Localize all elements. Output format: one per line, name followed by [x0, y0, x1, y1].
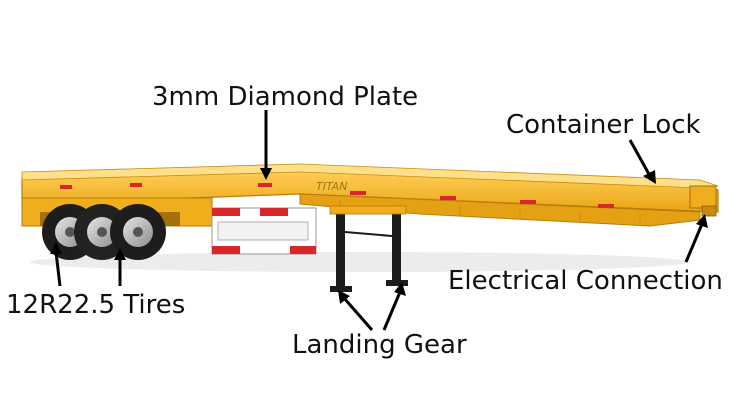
landing-gear: [330, 208, 408, 292]
reflector-strips: [60, 183, 614, 208]
front-main-beam: [299, 193, 701, 227]
container-lock: [689, 185, 717, 209]
rear-bumper: [211, 207, 317, 255]
label-electrical-connection: Electrical Connection: [448, 266, 723, 296]
trailer-brand-mark: TITAN: [316, 180, 347, 193]
label-diamond-plate: 3mm Diamond Plate: [152, 82, 419, 112]
label-container-lock: Container Lock: [506, 110, 701, 140]
landing-gear-bracket: [329, 205, 407, 215]
label-tires: 12R22.5 Tires: [6, 290, 186, 320]
ground-shadow: [30, 252, 690, 272]
pointer-arrows: [50, 110, 708, 331]
label-landing-gear: Landing Gear: [292, 330, 467, 360]
tires: [42, 204, 166, 260]
electrical-connection-box: [701, 205, 717, 217]
